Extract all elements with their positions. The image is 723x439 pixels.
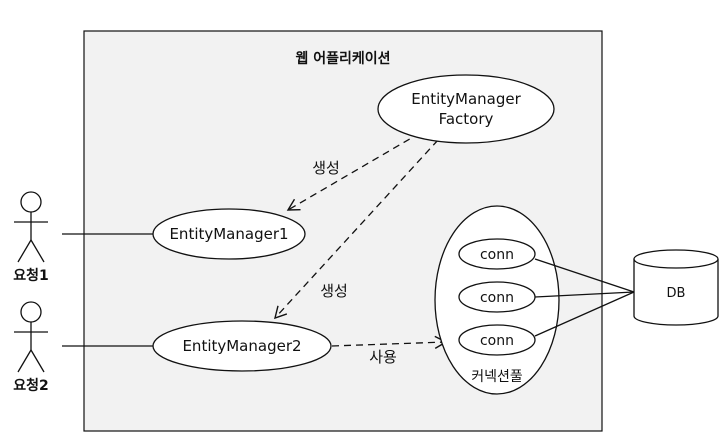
create-arrow-em1	[286, 132, 421, 211]
em2-label: EntityManager2	[182, 337, 301, 355]
entity-manager-factory-node	[377, 74, 555, 144]
actor-request1	[14, 191, 48, 263]
conn2-db-line	[534, 291, 635, 298]
create-label-2: 생성	[320, 282, 348, 300]
actor-request1-label: 요청1	[13, 268, 49, 284]
conn-label-1: conn	[480, 247, 514, 263]
create-label-1: 생성	[312, 159, 340, 177]
actor-request2	[14, 301, 48, 373]
conn-node-3	[458, 324, 536, 356]
db-label: DB	[667, 286, 686, 301]
actor-request2-label: 요청2	[13, 378, 49, 394]
em1-label: EntityManager1	[169, 225, 288, 243]
conn1-db-line	[534, 258, 635, 293]
conn-node-1	[458, 238, 536, 270]
database-cylinder	[633, 249, 719, 326]
conn-label-3: conn	[480, 333, 514, 349]
connection-pool-label: 커넥션풀	[471, 369, 523, 385]
conn3-db-line	[534, 291, 635, 337]
conn-label-2: conn	[480, 290, 514, 306]
factory-label-line2: Factory	[439, 110, 494, 128]
create-arrow-em2	[274, 139, 439, 320]
entity-manager2-node	[152, 320, 332, 372]
entity-manager1-node	[152, 208, 306, 260]
factory-label-line1: EntityManager	[411, 90, 521, 108]
use-label: 사용	[369, 348, 397, 366]
container-title: 웹 어플리케이션	[295, 50, 390, 67]
